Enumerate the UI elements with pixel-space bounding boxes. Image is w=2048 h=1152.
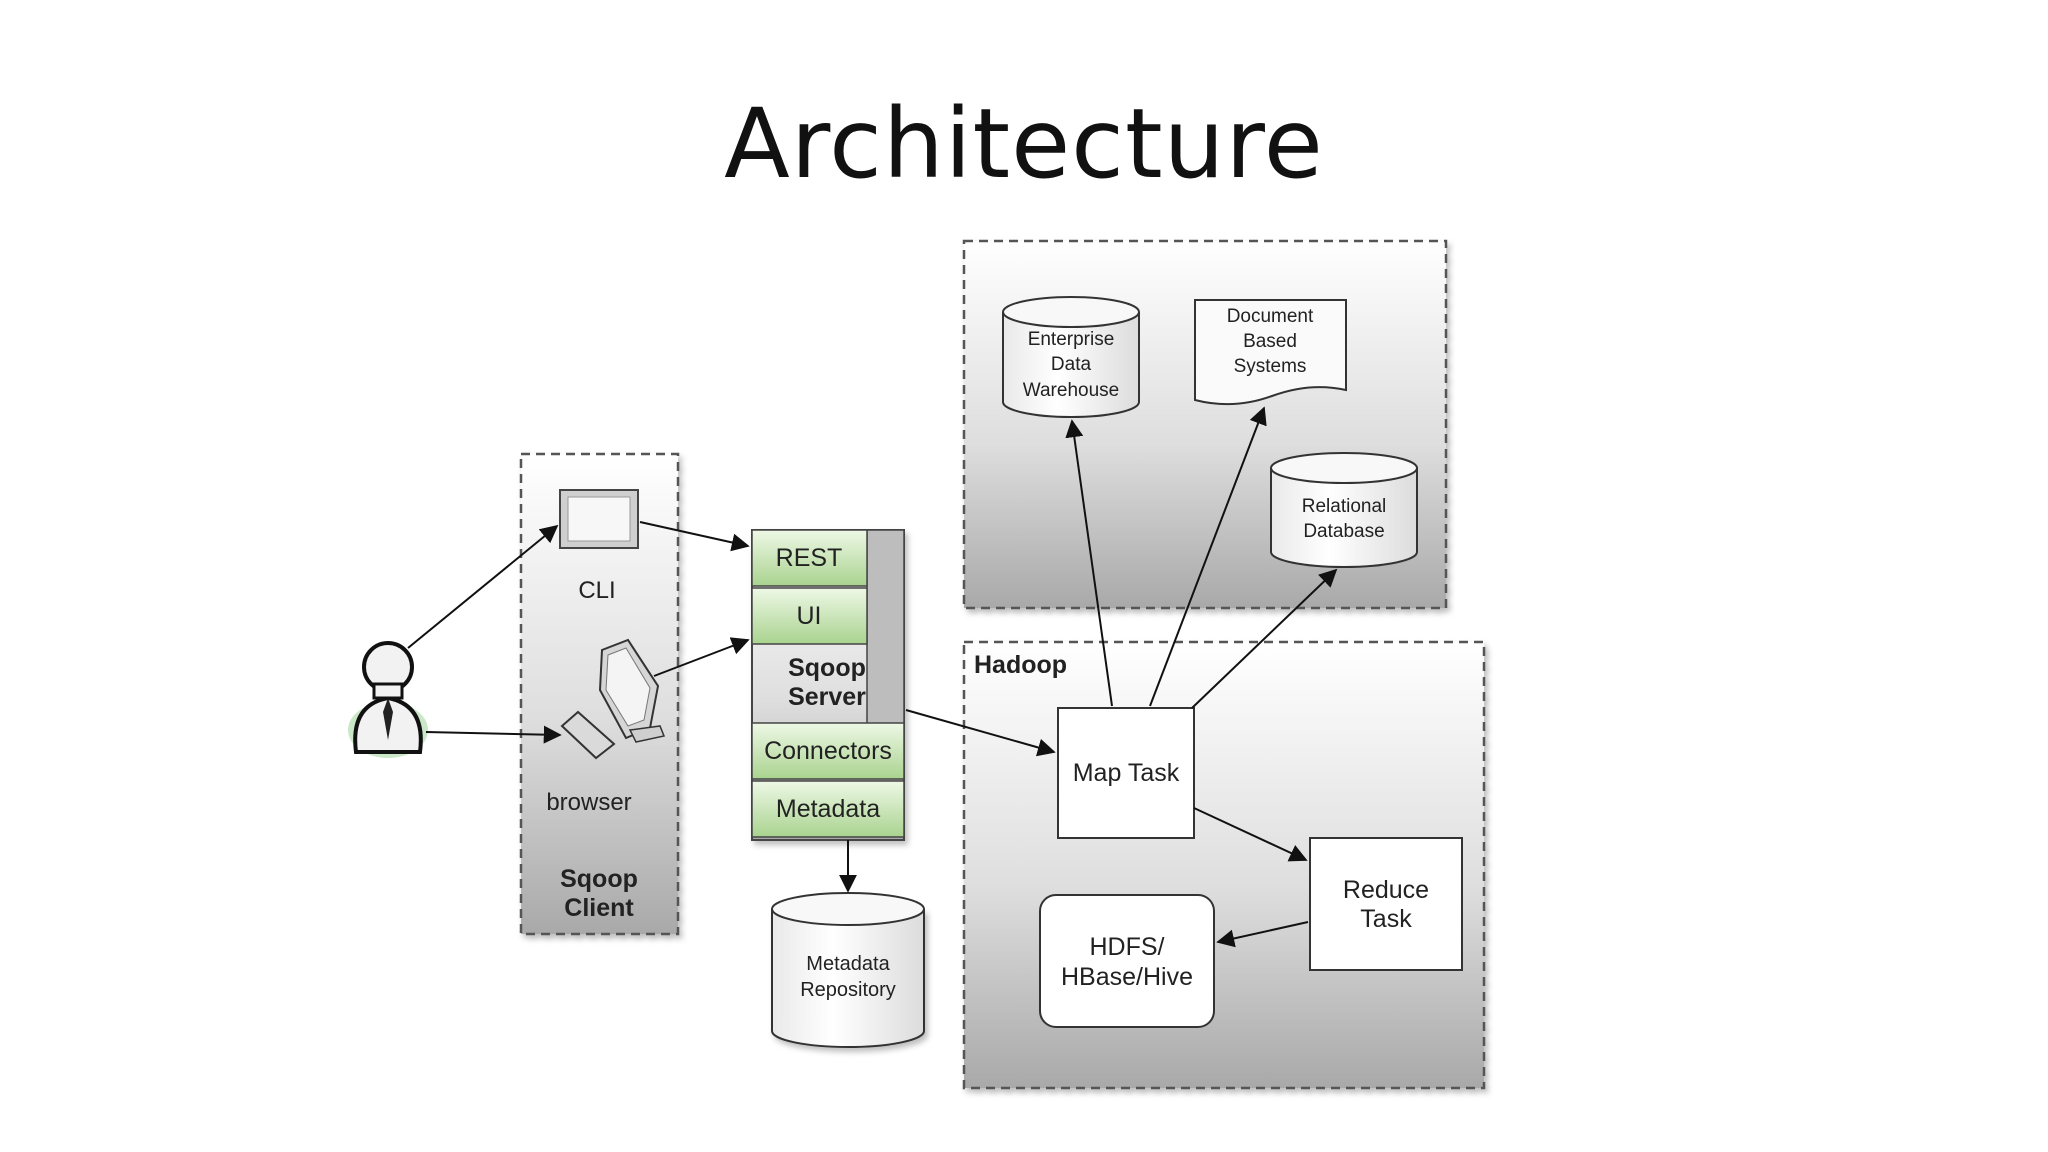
map-task-box: Map Task xyxy=(1057,707,1195,839)
arrow-user-to-browser xyxy=(425,725,562,744)
user-icon xyxy=(348,641,428,758)
arrow-map-to-edw xyxy=(1065,419,1113,707)
server-module-connectors-label: Connectors xyxy=(764,737,892,765)
server-module-rest: REST xyxy=(751,529,868,587)
arrow-browser-to-ui xyxy=(653,637,750,677)
browser-label: browser xyxy=(546,789,631,816)
doc-label-line3: Systems xyxy=(1234,356,1307,377)
slide-title: Architecture xyxy=(724,88,1324,200)
server-module-metadata-label: Metadata xyxy=(776,795,880,823)
arrow-map-to-relational xyxy=(1191,568,1338,709)
sqoop-server-label-line2: Server xyxy=(788,683,866,711)
reduce-task-label-line2: Task xyxy=(1360,905,1412,933)
server-module-ui: UI xyxy=(751,587,868,645)
hadoop-label: Hadoop xyxy=(974,651,1067,679)
cli-label: CLI xyxy=(578,577,615,604)
reduce-task-box: Reduce Task xyxy=(1309,837,1463,971)
reduce-task-label-line1: Reduce xyxy=(1343,876,1429,904)
arrow-map-to-reduce xyxy=(1193,807,1308,862)
sqoop-client-label-line1: Sqoop xyxy=(560,865,638,893)
hdfs-hbase-hive-box: HDFS/ HBase/Hive xyxy=(1039,894,1215,1028)
edw-label-line2: Data xyxy=(1051,354,1092,375)
arrow-user-to-cli xyxy=(407,524,559,649)
rdb-label-line1: Relational xyxy=(1302,496,1387,517)
edw-label-line3: Warehouse xyxy=(1023,380,1119,401)
enterprise-data-warehouse-cylinder: Enterprise Data Warehouse xyxy=(1002,296,1140,418)
hdfs-label-line1: HDFS/ xyxy=(1090,933,1165,961)
edw-label-line1: Enterprise xyxy=(1028,329,1115,350)
arrow-reduce-to-hdfs xyxy=(1216,921,1309,948)
relational-database-cylinder: Relational Database xyxy=(1270,452,1418,568)
doc-label-line2: Based xyxy=(1243,331,1297,352)
metadata-repository-label-line2: Repository xyxy=(800,979,896,1001)
arrow-cli-to-rest xyxy=(639,521,750,552)
connector-arrows xyxy=(407,406,1338,948)
server-module-rest-label: REST xyxy=(776,544,843,572)
sqoop-client-label-line2: Client xyxy=(564,894,634,922)
metadata-repository-cylinder: Metadata Repository xyxy=(771,892,925,1048)
cli-terminal-icon xyxy=(559,489,639,549)
hdfs-label-line2: HBase/Hive xyxy=(1061,963,1193,991)
server-module-ui-label: UI xyxy=(797,602,822,630)
document-based-systems-shape: Document Based Systems xyxy=(1194,299,1347,406)
server-module-metadata: Metadata xyxy=(751,780,905,838)
computer-icon xyxy=(560,638,666,760)
metadata-repository-label-line1: Metadata xyxy=(806,953,890,975)
server-module-connectors: Connectors xyxy=(751,722,905,780)
map-task-label: Map Task xyxy=(1073,759,1180,787)
arrow-map-to-document xyxy=(1149,406,1267,707)
doc-label-line1: Document xyxy=(1227,306,1314,327)
arrow-server-to-map-task xyxy=(905,709,1056,757)
sqoop-server-label-line1: Sqoop xyxy=(788,654,866,682)
rdb-label-line2: Database xyxy=(1303,521,1384,542)
